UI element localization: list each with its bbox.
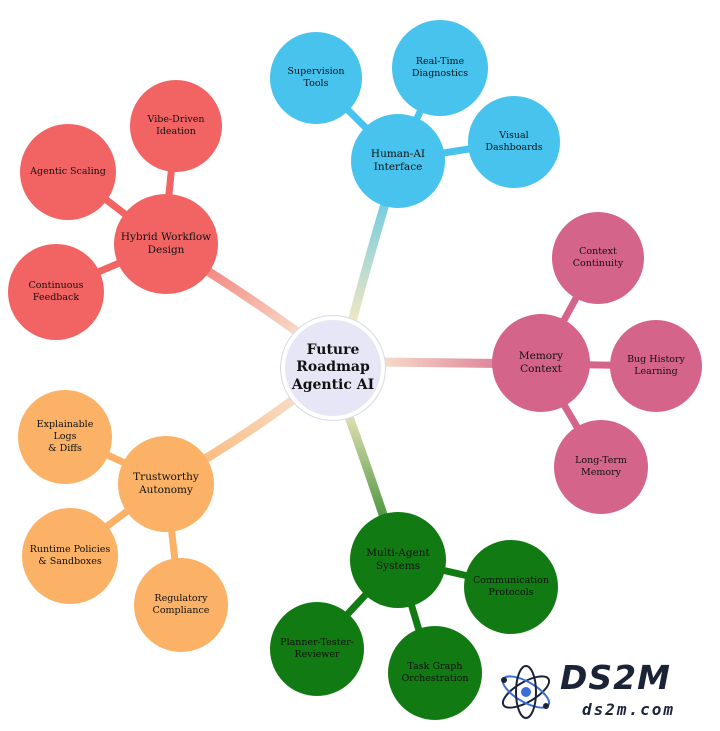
logo-subtitle: ds2m.com [582, 700, 676, 719]
leaf-communication-protocols: Communication Protocols [464, 540, 558, 634]
leaf-context-continuity: Context Continuity [552, 212, 644, 304]
leaf-agentic-scaling: Agentic Scaling [20, 124, 116, 220]
logo-title: DS2M [560, 658, 671, 697]
branch-multi-agent-systems: Multi-Agent Systems [350, 512, 446, 608]
leaf-real-time-diagnostics: Real-Time Diagnostics [392, 20, 488, 116]
leaf-regulatory-compliance: Regulatory Compliance [134, 558, 228, 652]
leaf-continuous-feedback: Continuous Feedback [8, 244, 104, 340]
leaf-explainable-logs-diffs: Explainable Logs & Diffs [18, 390, 112, 484]
leaf-vibe-driven-ideation: Vibe-Driven Ideation [130, 80, 222, 172]
ds2m-logo: DS2M ds2m.com [496, 656, 714, 726]
center-node: Future Roadmap Agentic AI [281, 316, 385, 420]
leaf-planner-tester-reviewer: Planner-Tester- Reviewer [270, 602, 364, 696]
leaf-task-graph-orchestration: Task Graph Orchestration [388, 626, 482, 720]
branch-hybrid-workflow-design: Hybrid Workflow Design [114, 194, 218, 294]
leaf-long-term-memory: Long-Term Memory [554, 420, 648, 514]
branch-human-ai-interface: Human-AI Interface [351, 114, 445, 208]
leaf-visual-dashboards: Visual Dashboards [468, 96, 560, 188]
branch-memory-context: Memory Context [492, 314, 590, 412]
branch-trustworthy-autonomy: Trustworthy Autonomy [118, 436, 214, 532]
leaf-bug-history-learning: Bug History Learning [610, 320, 702, 412]
atom-icon [501, 665, 551, 719]
leaf-runtime-policies-sandboxes: Runtime Policies & Sandboxes [22, 508, 118, 604]
leaf-supervision-tools: Supervision Tools [270, 32, 362, 124]
